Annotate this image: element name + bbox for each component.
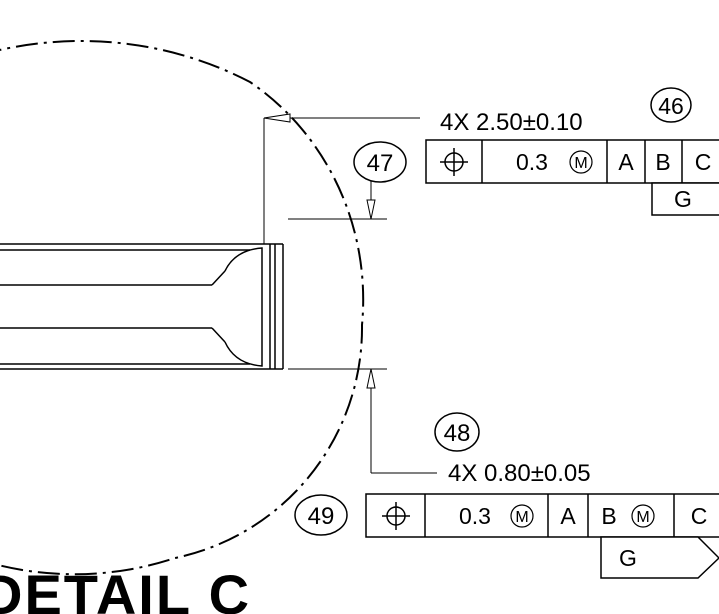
position-icon	[382, 502, 410, 530]
leader-arrow-icon	[263, 113, 291, 123]
mmc-modifier-icon	[569, 150, 593, 174]
balloon-48	[434, 412, 480, 452]
balloon-49-label: 49	[308, 503, 335, 530]
datum-c-bottom: C	[691, 503, 708, 529]
detail-title: DETAIL C	[0, 563, 251, 614]
balloon-46	[650, 87, 692, 123]
detail-boundary-circle	[0, 40, 365, 576]
tolerance-value-top: 0.3	[516, 149, 548, 175]
dimension-lines	[263, 117, 437, 474]
balloon-47	[353, 141, 407, 183]
rounded-end	[224, 247, 263, 367]
datum-a-bottom: A	[560, 503, 576, 529]
datum-feature-top: G	[674, 186, 692, 212]
datum-feature-bottom: G	[619, 545, 637, 571]
bore-chamfer-top	[211, 270, 226, 286]
balloon-47-label: 47	[367, 150, 394, 177]
balloon-49	[294, 494, 348, 536]
datum-feature-box-top	[651, 182, 719, 216]
tolerance-value-bottom: 0.3	[459, 503, 491, 529]
balloon-48-label: 48	[444, 420, 471, 447]
mmc-modifier-text: M	[574, 155, 587, 172]
feature-control-frame-bottom	[365, 493, 719, 538]
datum-a-top: A	[618, 149, 634, 175]
datum-feature-flag-bottom	[600, 536, 719, 579]
datum-b-modifier-text: M	[636, 509, 649, 526]
feature-control-frame-top	[425, 139, 719, 184]
dimension-text-top: 4X 2.50±0.10	[440, 109, 583, 136]
bore-chamfer-bottom	[211, 327, 226, 343]
datum-b-top: B	[655, 149, 670, 175]
arrow-up-icon	[366, 368, 376, 389]
position-icon	[440, 148, 468, 176]
dimension-text-bottom: 4X 0.80±0.05	[448, 460, 591, 487]
balloon-46-label: 46	[658, 93, 684, 119]
mmc-modifier-icon	[631, 504, 655, 528]
arrow-down-icon	[366, 199, 376, 220]
callout-bottom: 48 4X 0.80±0.05 49 0.3 M A B M C G	[294, 412, 719, 579]
mmc-modifier-icon	[510, 504, 534, 528]
part-geometry	[0, 243, 284, 370]
callout-top: 4X 2.50±0.10 46 47 0.3 M A B C G	[353, 87, 719, 216]
mmc-modifier-text: M	[515, 509, 528, 526]
datum-b-bottom: B	[601, 503, 616, 529]
datum-c-top: C	[695, 149, 712, 175]
